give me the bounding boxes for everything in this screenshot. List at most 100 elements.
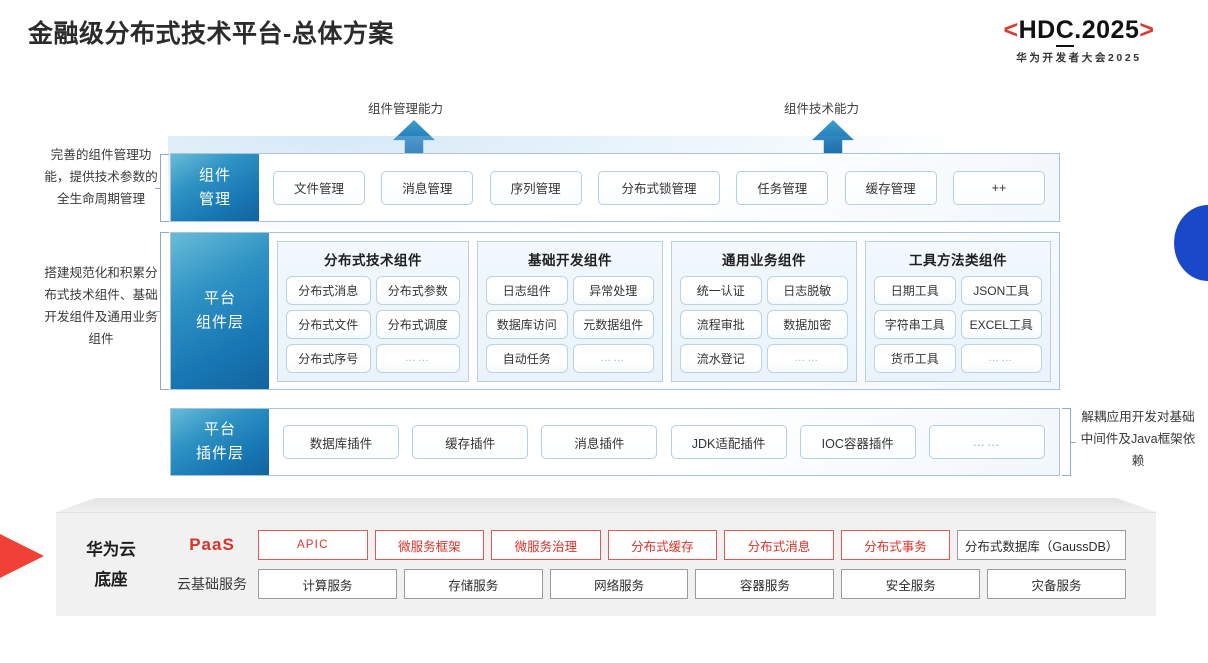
chip-sequence-management[interactable]: 序列管理 bbox=[489, 170, 582, 205]
row-label-platform-component-layer: 平台 组件层 bbox=[171, 233, 269, 389]
group-title: 工具方法类组件 bbox=[909, 252, 1007, 268]
cell-distributed-parameter[interactable]: 分布式参数 bbox=[375, 275, 460, 305]
row-platform-plugin-layer: 平台 插件层 数据库插件 缓存插件 消息插件 JDK适配插件 IOC容器插件 …… bbox=[170, 408, 1060, 476]
hdc-text-c: C bbox=[1055, 16, 1075, 47]
cell-unified-authentication[interactable]: 统一认证 bbox=[680, 275, 762, 305]
hdc-right-bracket: > bbox=[1139, 16, 1155, 44]
service-distributed-message[interactable]: 分布式消息 bbox=[724, 530, 834, 560]
component-group-list: 分布式技术组件 分布式消息 分布式参数 分布式文件 分布式调度 分布式序号 ……… bbox=[277, 240, 1051, 382]
cell-currency-tool[interactable]: 货币工具 bbox=[874, 343, 956, 373]
cell-distributed-sequence[interactable]: 分布式序号 bbox=[286, 343, 371, 373]
row-label-line1: 平台 bbox=[203, 290, 236, 307]
cell-log-desensitization[interactable]: 日志脱敏 bbox=[766, 275, 848, 305]
cell-metadata-component[interactable]: 元数据组件 bbox=[572, 309, 654, 339]
foundation-row-tag-paas: PaaS bbox=[189, 535, 235, 554]
chip-ioc-container-plugin[interactable]: IOC容器插件 bbox=[799, 425, 916, 459]
bracket-platform-component-layer bbox=[155, 232, 169, 390]
service-distributed-transaction[interactable]: 分布式事务 bbox=[840, 530, 951, 560]
cell-log-component[interactable]: 日志组件 bbox=[486, 275, 568, 305]
bracket-platform-plugin-layer bbox=[1062, 408, 1076, 476]
row-label-platform-plugin-layer: 平台 插件层 bbox=[171, 409, 269, 475]
paas-service-list: APIC 微服务框架 微服务治理 分布式缓存 分布式消息 分布式事务 分布式数据… bbox=[258, 530, 1126, 560]
chip-more[interactable]: …… bbox=[928, 425, 1045, 459]
foundation-slab-bevel bbox=[56, 498, 1156, 512]
cell-transaction-registration[interactable]: 流水登记 bbox=[680, 343, 762, 373]
chip-cache-plugin[interactable]: 缓存插件 bbox=[412, 425, 529, 459]
cell-excel-tool[interactable]: EXCEL工具 bbox=[960, 309, 1042, 339]
service-disaster-recovery[interactable]: 灾备服务 bbox=[987, 569, 1126, 599]
service-storage[interactable]: 存储服务 bbox=[403, 569, 543, 599]
foundation-content: 华为云 底座 PaaS APIC 微服务框架 微服务治理 分布式缓存 分布式消息… bbox=[56, 513, 1156, 616]
row-label-line2: 组件层 bbox=[195, 314, 244, 331]
side-note-decoupling: 解耦应用开发对基础中间件及Java框架依赖 bbox=[1080, 410, 1196, 468]
chip-file-management[interactable]: 文件管理 bbox=[273, 170, 365, 205]
service-container[interactable]: 容器服务 bbox=[695, 569, 835, 599]
group-cell-grid: 日期工具 JSON工具 字符串工具 EXCEL工具 货币工具 …… bbox=[874, 275, 1042, 373]
foundation-title: 华为云 底座 bbox=[56, 535, 166, 595]
chip-cache-management[interactable]: 缓存管理 bbox=[844, 170, 937, 205]
hdc-left-bracket: < bbox=[1003, 16, 1019, 44]
foundation-row-cloud-infrastructure: 云基础服务 计算服务 存储服务 网络服务 容器服务 安全服务 灾备服务 bbox=[166, 569, 1126, 599]
chip-distributed-lock-management[interactable]: 分布式锁管理 bbox=[597, 170, 720, 205]
service-distributed-database-gaussdb[interactable]: 分布式数据库（GaussDB） bbox=[957, 530, 1126, 560]
hdc-text-post: .2025 bbox=[1074, 16, 1140, 44]
chip-database-plugin[interactable]: 数据库插件 bbox=[283, 425, 399, 459]
chip-more[interactable]: ++ bbox=[952, 170, 1045, 205]
service-compute[interactable]: 计算服务 bbox=[258, 569, 397, 599]
chip-jdk-adapter-plugin[interactable]: JDK适配插件 bbox=[670, 425, 787, 459]
row-body-platform-plugin-layer: 数据库插件 缓存插件 消息插件 JDK适配插件 IOC容器插件 …… bbox=[269, 409, 1059, 475]
component-management-chip-list: 文件管理 消息管理 序列管理 分布式锁管理 任务管理 缓存管理 ++ bbox=[273, 170, 1045, 205]
cell-distributed-message[interactable]: 分布式消息 bbox=[286, 275, 371, 305]
cell-date-tool[interactable]: 日期工具 bbox=[874, 275, 956, 305]
cell-process-approval[interactable]: 流程审批 bbox=[680, 309, 762, 339]
cell-distributed-file[interactable]: 分布式文件 bbox=[286, 309, 371, 339]
cell-more[interactable]: …… bbox=[375, 343, 460, 373]
cloud-service-list: 计算服务 存储服务 网络服务 容器服务 安全服务 灾备服务 bbox=[258, 569, 1126, 599]
group-basic-development-components: 基础开发组件 日志组件 异常处理 数据库访问 元数据组件 自动任务 …… bbox=[477, 240, 663, 382]
hdc-logo: <HDC.2025> 华为开发者大会2025 bbox=[964, 16, 1194, 65]
cell-automatic-task[interactable]: 自动任务 bbox=[486, 343, 568, 373]
cell-more[interactable]: …… bbox=[766, 343, 848, 373]
red-wedge-decoration bbox=[0, 513, 44, 599]
service-apic[interactable]: APIC bbox=[258, 530, 368, 560]
group-tool-method-components: 工具方法类组件 日期工具 JSON工具 字符串工具 EXCEL工具 货币工具 …… bbox=[865, 240, 1051, 382]
service-microservice-governance[interactable]: 微服务治理 bbox=[491, 530, 601, 560]
hdc-text-pre: HD bbox=[1018, 16, 1056, 44]
hdc-logo-main: <HDC.2025> bbox=[964, 16, 1194, 47]
foundation-title-line2: 底座 bbox=[94, 570, 128, 589]
row-platform-component-layer: 平台 组件层 分布式技术组件 分布式消息 分布式参数 分布式文件 分布式调度 分… bbox=[170, 232, 1060, 390]
service-microservice-framework[interactable]: 微服务框架 bbox=[374, 530, 485, 560]
cell-data-encryption[interactable]: 数据加密 bbox=[766, 309, 848, 339]
service-security[interactable]: 安全服务 bbox=[841, 569, 981, 599]
chip-message-management[interactable]: 消息管理 bbox=[381, 170, 474, 205]
row-component-management: 组件 管理 文件管理 消息管理 序列管理 分布式锁管理 任务管理 缓存管理 ++ bbox=[170, 153, 1060, 222]
row-label-line1: 组件 bbox=[198, 166, 231, 184]
chip-task-management[interactable]: 任务管理 bbox=[736, 170, 829, 205]
foundation-row-tag-cloud-basic-services: 云基础服务 bbox=[177, 576, 247, 592]
cell-distributed-scheduling[interactable]: 分布式调度 bbox=[375, 309, 460, 339]
arrow-label-component-technology: 组件技术能力 bbox=[784, 102, 860, 116]
row-label-line1: 平台 bbox=[203, 421, 236, 438]
service-distributed-cache[interactable]: 分布式缓存 bbox=[607, 530, 718, 560]
cell-string-tool[interactable]: 字符串工具 bbox=[874, 309, 956, 339]
cell-more[interactable]: …… bbox=[572, 343, 654, 373]
row-body-platform-component-layer: 分布式技术组件 分布式消息 分布式参数 分布式文件 分布式调度 分布式序号 ……… bbox=[269, 233, 1059, 389]
cell-database-access[interactable]: 数据库访问 bbox=[486, 309, 568, 339]
blue-lens-decoration bbox=[1174, 205, 1208, 281]
arrow-label-component-management: 组件管理能力 bbox=[368, 102, 444, 116]
cell-json-tool[interactable]: JSON工具 bbox=[960, 275, 1042, 305]
group-common-business-components: 通用业务组件 统一认证 日志脱敏 流程审批 数据加密 流水登记 …… bbox=[671, 240, 857, 382]
row-label-component-management: 组件 管理 bbox=[171, 154, 259, 221]
row-body-component-management: 文件管理 消息管理 序列管理 分布式锁管理 任务管理 缓存管理 ++ bbox=[259, 154, 1059, 221]
group-cell-grid: 分布式消息 分布式参数 分布式文件 分布式调度 分布式序号 …… bbox=[286, 275, 460, 373]
row-label-line2: 插件层 bbox=[195, 445, 244, 462]
chip-message-plugin[interactable]: 消息插件 bbox=[541, 425, 658, 459]
cell-more[interactable]: …… bbox=[960, 343, 1042, 373]
foundation-slab: 华为云 底座 PaaS APIC 微服务框架 微服务治理 分布式缓存 分布式消息… bbox=[56, 512, 1156, 616]
service-network[interactable]: 网络服务 bbox=[549, 569, 689, 599]
group-title: 基础开发组件 bbox=[528, 252, 612, 268]
page-title: 金融级分布式技术平台-总体方案 bbox=[28, 20, 394, 48]
row-label-line2: 管理 bbox=[198, 190, 231, 208]
cell-exception-handling[interactable]: 异常处理 bbox=[572, 275, 654, 305]
